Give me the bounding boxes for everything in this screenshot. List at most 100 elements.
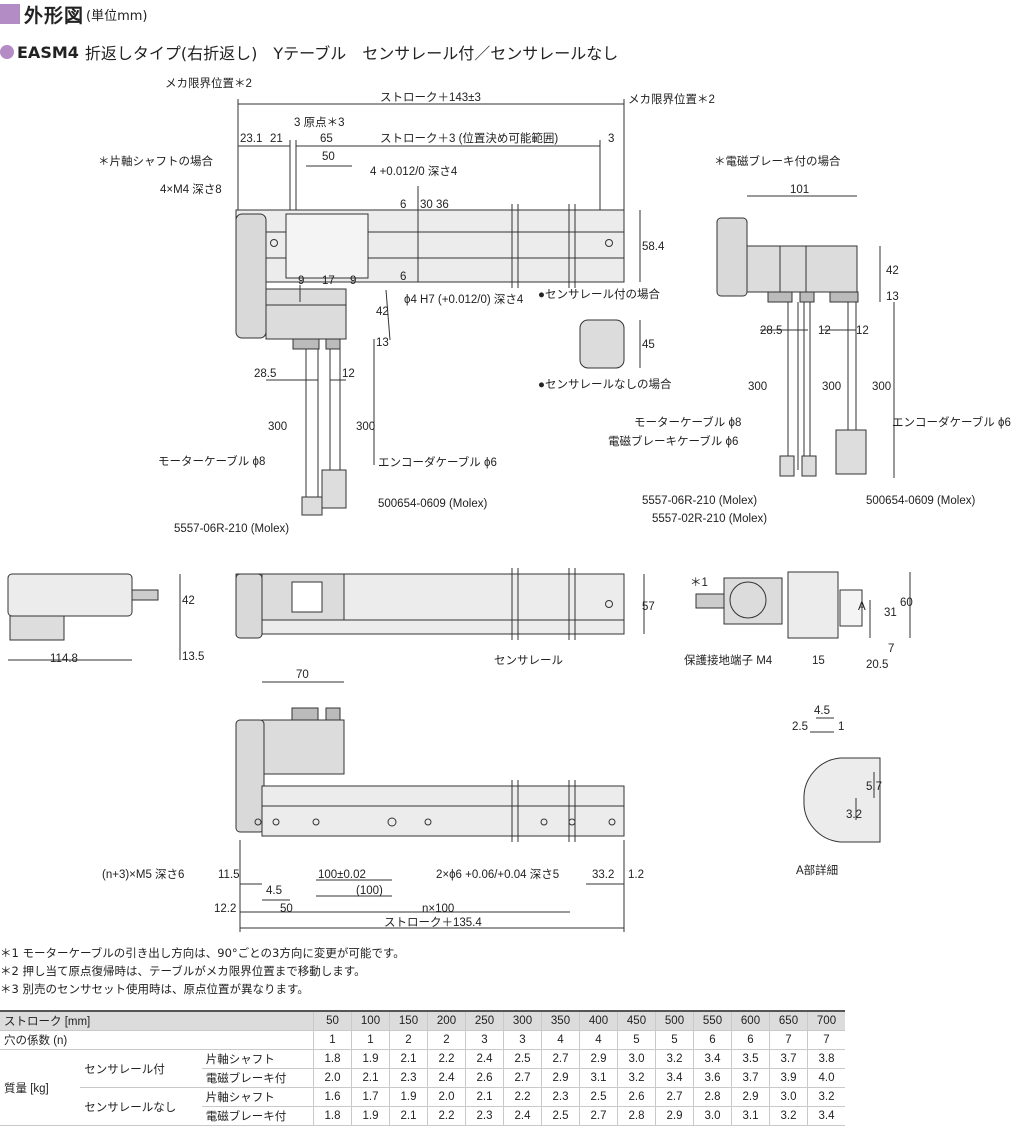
note-2: ＊2 押し当て原点復帰時は、テーブルがメカ限界位置まで移動します。 (0, 964, 366, 978)
label-brake: ＊電磁ブレーキ付の場合 (714, 154, 841, 168)
label-stroke-143: ストローク＋143±3 (380, 91, 481, 104)
mass-cell: 3.2 (617, 1068, 656, 1088)
dim-101: 101 (790, 184, 809, 196)
dim-4-5-detail: 4.5 (814, 705, 830, 717)
dim-300-e: 300 (872, 381, 891, 393)
stroke-cell: 650 (769, 1010, 808, 1031)
mass-cell: 2.1 (351, 1068, 390, 1088)
dim-28-5-top: 28.5 (254, 368, 276, 380)
side-connector-block (291, 581, 323, 613)
stroke-cell: 50 (313, 1010, 352, 1031)
dim-300-a: 300 (268, 421, 287, 433)
mass-cell: 1.8 (313, 1106, 352, 1126)
mass-cell: 3.8 (807, 1049, 845, 1069)
mass-cell: 2.0 (427, 1087, 466, 1107)
mass-cell: 2.1 (389, 1049, 428, 1069)
mass-cell: 3.7 (731, 1068, 770, 1088)
mass-cell: 1.9 (351, 1049, 390, 1069)
mass-cell: 2.7 (503, 1068, 542, 1088)
row-label: 電磁ブレーキ付 (201, 1106, 314, 1126)
table-row: センサレールなし 片軸シャフト 1.6 1.7 1.9 2.0 2.1 2.2 … (0, 1087, 845, 1126)
top-end-cap (235, 213, 267, 339)
mass-cell: 2.9 (731, 1087, 770, 1107)
mass-cell: 2.6 (465, 1068, 504, 1088)
dim-17: 17 (322, 275, 335, 287)
mass-cell: 3.4 (655, 1068, 694, 1088)
label-ground: 保護接地端子 M4 (684, 653, 773, 667)
dim-7: 7 (888, 643, 894, 655)
dim-100-tol: 100±0.02 (318, 869, 366, 881)
mass-cell: 2.8 (693, 1087, 732, 1107)
dim-70: 70 (296, 669, 309, 681)
stroke-header: ストローク [mm] (0, 1010, 314, 1031)
stroke-cell: 550 (693, 1010, 732, 1031)
note-1: ＊1 モーターケーブルの引き出し方向は、90°ごとの3方向に変更が可能です。 (0, 946, 405, 960)
label-encoder-cable: エンコーダケーブル ϕ6 (378, 455, 497, 469)
mass-cell: 2.3 (541, 1087, 580, 1107)
label-conn-5557: 5557-06R-210 (Molex) (174, 523, 289, 535)
mount-hole (270, 239, 278, 247)
table-row: ストローク [mm] 50 100 150 200 250 300 350 40… (0, 1010, 845, 1031)
label-mecha-limit-right: メカ限界位置＊2 (628, 92, 715, 106)
dim-13-5: 13.5 (182, 651, 204, 663)
label-sensor-rail: センサレール (494, 654, 563, 667)
brake-motor (746, 245, 858, 293)
top-table (285, 213, 369, 279)
top-motor (265, 288, 347, 340)
stroke-cell: 100 (351, 1010, 390, 1031)
label-single-shaft: ＊片軸シャフトの場合 (98, 154, 213, 168)
stroke-cell: 500 (655, 1010, 694, 1031)
hole-cell: 3 (465, 1030, 504, 1050)
hole-cell: 4 (579, 1030, 618, 1050)
motor-connector (301, 496, 323, 516)
subtitle: EASM4 折返しタイプ(右折返し) Yテーブル センサレール付／センサレールな… (0, 40, 618, 64)
hole-cell: 6 (731, 1030, 770, 1050)
dim-21: 21 (270, 133, 283, 145)
label-motor-cable: モーターケーブル ϕ8 (158, 454, 265, 468)
note-3: ＊3 別売のセンサセット使用時は、原点位置が異なります。 (0, 982, 309, 996)
hole-cell: 1 (313, 1030, 352, 1050)
dim-33-2: 33.2 (592, 869, 614, 881)
stroke-cell: 250 (465, 1010, 504, 1031)
dim-1-2: 1.2 (628, 869, 644, 881)
mass-cell: 3.1 (579, 1068, 618, 1088)
mass-cell: 2.2 (427, 1049, 466, 1069)
mass-cell: 2.5 (579, 1087, 618, 1107)
dim-5-7: 5.7 (866, 781, 882, 793)
mass-cell: 2.9 (655, 1106, 694, 1126)
mass-cell: 3.0 (769, 1087, 808, 1107)
dim-60: 60 (900, 597, 913, 609)
dim-30: 30 (420, 199, 433, 211)
mass-cell: 2.7 (541, 1049, 580, 1069)
label-stroke-position: ストローク＋3 (位置決め可能範囲) (380, 131, 558, 145)
table-row: 電磁ブレーキ付 1.8 1.9 2.1 2.2 2.3 2.4 2.5 2.7 … (0, 1106, 845, 1126)
label-motor-cable-brake: モーターケーブル ϕ8 (634, 415, 741, 429)
side-end-view (7, 573, 133, 617)
mass-cell: 3.6 (693, 1068, 732, 1088)
dim-65: 65 (320, 133, 333, 145)
dim-9-left: 9 (298, 275, 304, 287)
bullet-icon (0, 45, 14, 59)
dim-n100: n×100 (422, 903, 454, 915)
mass-cell: 3.2 (769, 1106, 808, 1126)
end-view-motor (723, 577, 783, 625)
label-conn-500654-brake: 500654-0609 (Molex) (866, 495, 975, 507)
hole-cell: 2 (427, 1030, 466, 1050)
dim-6-bottom: 6 (400, 271, 406, 283)
dim-42-side: 42 (182, 595, 195, 607)
encoder-connector (321, 469, 347, 509)
mass-cell: 2.9 (579, 1049, 618, 1069)
label-m5: (n+3)×M5 深さ6 (102, 867, 184, 881)
mass-cell: 2.2 (427, 1106, 466, 1126)
label-brake-cable: 電磁ブレーキケーブル ϕ6 (608, 434, 738, 448)
page-header: 外形図 (単位mm) (0, 0, 148, 28)
hole-cell: 3 (503, 1030, 542, 1050)
dim-6-top: 6 (400, 199, 406, 211)
label-a: A (858, 601, 866, 613)
label-phi6: 2×ϕ6 +0.06/+0.04 深さ5 (436, 867, 559, 881)
dim-23-1: 23.1 (240, 133, 262, 145)
dim-50-bottom: 50 (280, 903, 293, 915)
mass-cell: 2.1 (389, 1106, 428, 1126)
dim-28-5-brake: 28.5 (760, 325, 782, 337)
hole-cell: 7 (769, 1030, 808, 1050)
